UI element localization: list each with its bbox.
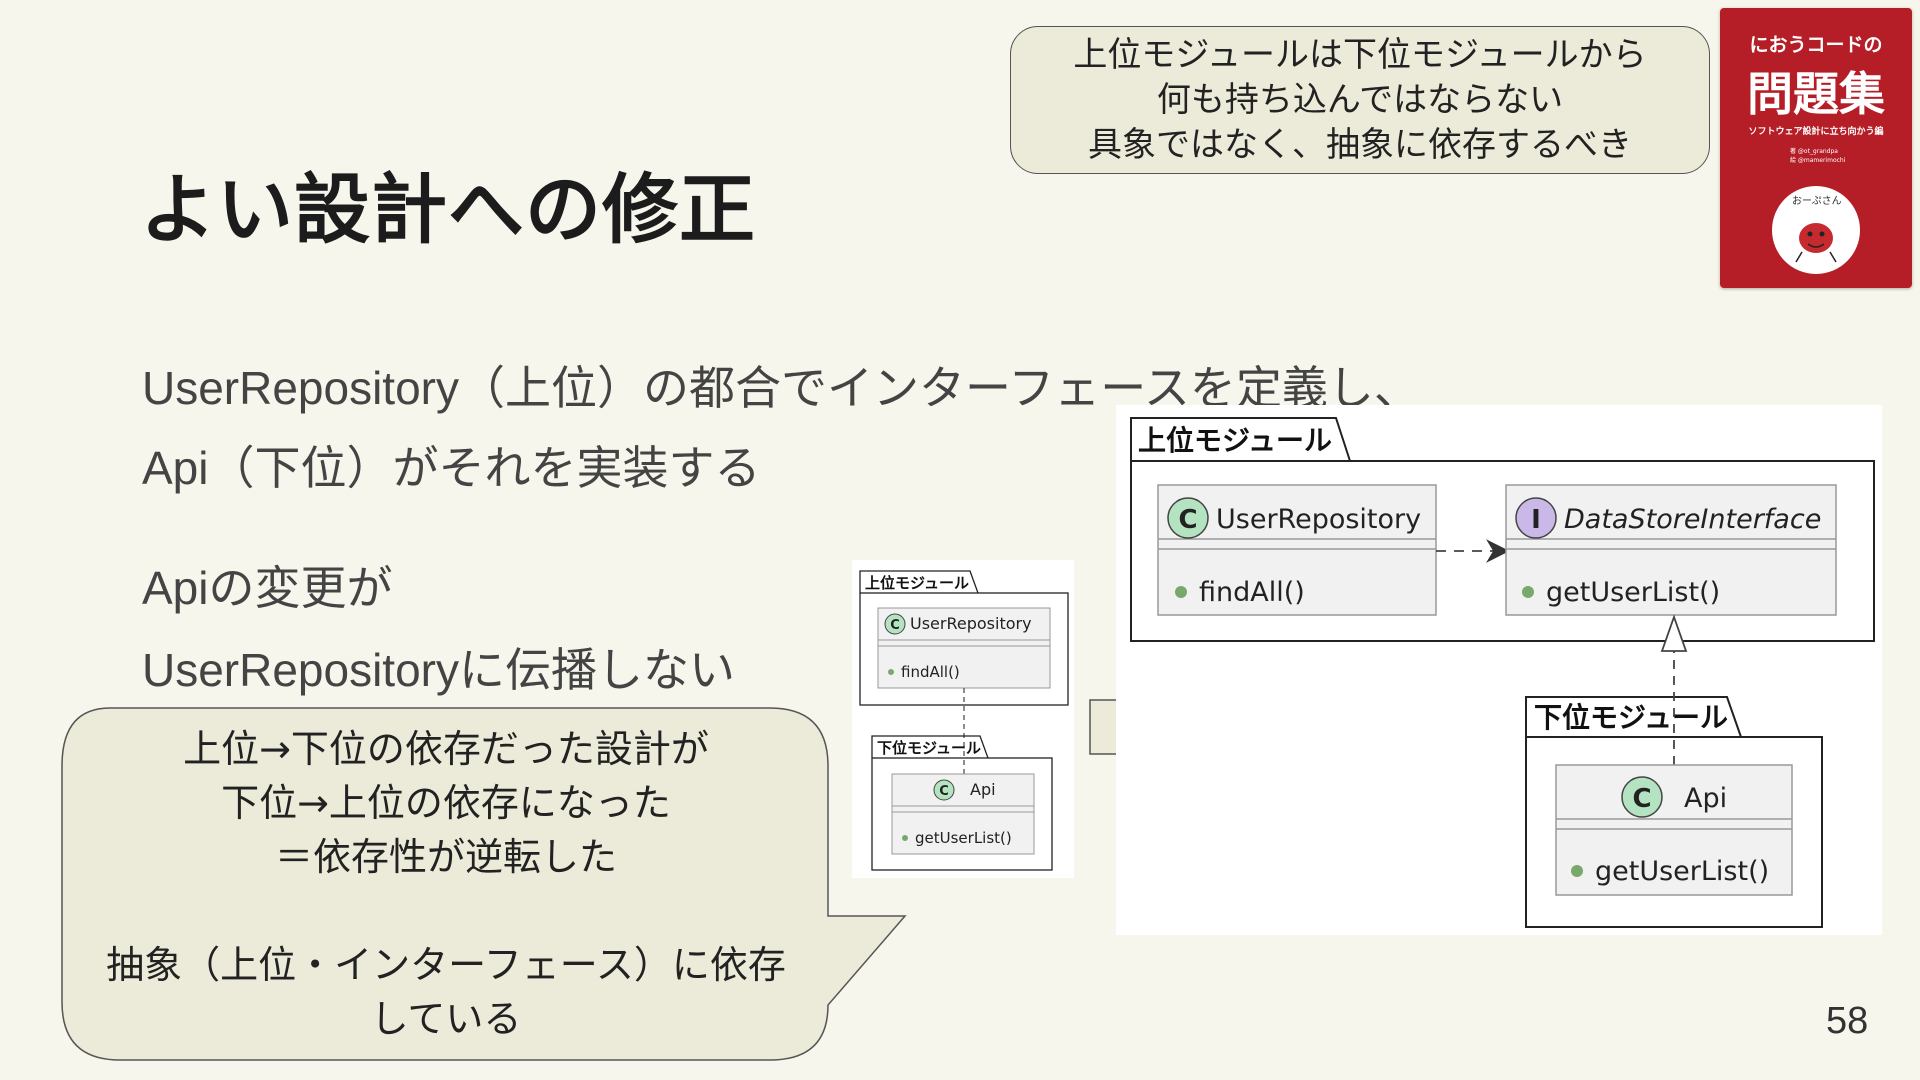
- public-method-icon: [1522, 586, 1534, 598]
- bubble-line-2: 下位→上位の依存になった: [66, 776, 826, 830]
- after-repo-method: findAll(): [1199, 577, 1305, 608]
- bubble-line-3: ＝依存性が逆転した: [66, 830, 826, 884]
- after-upper-package-label: 上位モジュール: [1138, 424, 1332, 457]
- bubble-text: 上位→下位の依存だった設計が 下位→上位の依存になった ＝依存性が逆転した 抽象…: [66, 722, 826, 1046]
- bubble-line-4: [66, 884, 826, 938]
- public-method-icon: [902, 835, 908, 841]
- before-repo-name: UserRepository: [910, 614, 1032, 633]
- after-interface-name: DataStoreInterface: [1564, 504, 1821, 535]
- after-interface-stereotype: I: [1531, 505, 1541, 535]
- after-interface-method: getUserList(): [1546, 577, 1720, 608]
- public-method-icon: [1175, 586, 1187, 598]
- bubble-line-5: 抽象（上位・インターフェース）に依存: [66, 938, 826, 992]
- before-upper-package-label: 上位モジュール: [865, 574, 969, 592]
- before-repo-stereotype: C: [890, 618, 900, 633]
- before-api-stereotype: C: [939, 784, 949, 799]
- before-diagram: 上位モジュール C UserRepository findAll() 下位モジュ…: [852, 560, 1074, 878]
- after-api-name: Api: [1684, 783, 1727, 814]
- public-method-icon: [888, 669, 894, 675]
- after-api-method: getUserList(): [1595, 856, 1769, 887]
- before-lower-package-label: 下位モジュール: [877, 739, 981, 757]
- before-api-method: getUserList(): [915, 829, 1012, 847]
- after-diagram: 上位モジュール C UserRepository findAll() I Dat…: [1116, 405, 1882, 935]
- public-method-icon: [1571, 865, 1583, 877]
- bubble-line-6: している: [66, 992, 826, 1046]
- page-number: 58: [1826, 1000, 1868, 1043]
- bubble-line-1: 上位→下位の依存だった設計が: [66, 722, 826, 776]
- after-api-stereotype: C: [1632, 784, 1651, 814]
- after-repo-stereotype: C: [1178, 505, 1197, 535]
- before-repo-method: findAll(): [901, 663, 960, 681]
- after-lower-package-label: 下位モジュール: [1534, 701, 1728, 734]
- before-api-name: Api: [970, 780, 996, 799]
- after-repo-name: UserRepository: [1216, 504, 1421, 535]
